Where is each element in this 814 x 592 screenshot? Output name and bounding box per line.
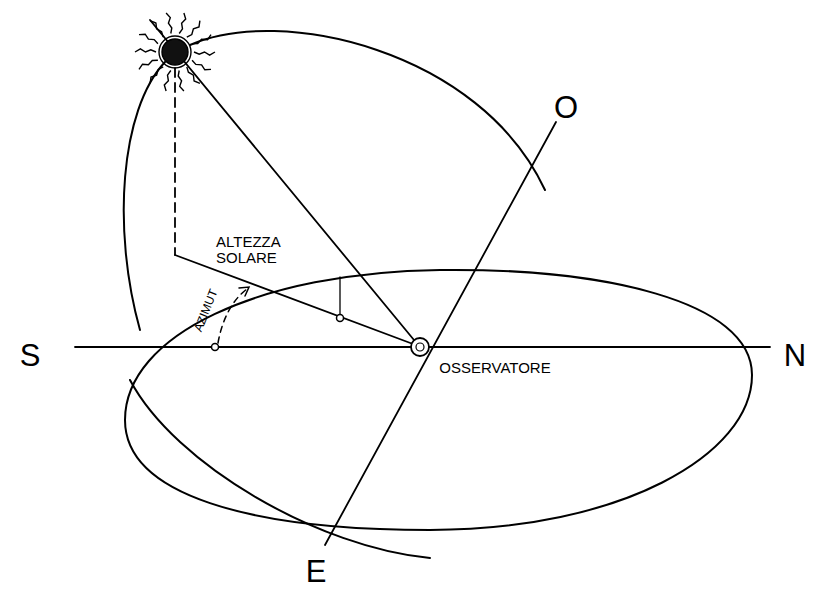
sun-ray-stroke — [179, 13, 186, 34]
altitude-marker — [337, 315, 344, 322]
observer-symbol — [416, 343, 424, 351]
sun-path — [190, 31, 545, 190]
sun-ray-stroke — [164, 71, 171, 92]
azimuth-arc — [218, 289, 247, 343]
diagram-label: S — [20, 339, 41, 373]
east-west-axis — [325, 122, 556, 545]
sun-path — [124, 62, 165, 330]
ground-projection — [175, 255, 413, 344]
diagram-label: N — [784, 339, 806, 373]
sun-projection — [174, 68, 176, 255]
diagram-label: O — [554, 91, 578, 125]
diagram-label: E — [306, 555, 327, 589]
sun-ray-stroke — [187, 21, 200, 37]
sun-ray-stroke — [139, 60, 158, 69]
sun-ray-stroke — [139, 34, 158, 44]
azimuth-arrowhead — [239, 287, 249, 296]
sun-ray — [150, 20, 414, 340]
sun-symbol — [135, 13, 215, 91]
sun-ray-stroke — [150, 67, 163, 83]
sun-ray-stroke — [192, 35, 211, 44]
sun-ray-stroke — [194, 52, 215, 55]
diagram-label: AZIMUT — [192, 288, 221, 334]
sun-path — [130, 380, 430, 558]
diagram-label: ALTEZZA SOLARE — [214, 234, 318, 267]
sun-ray-stroke — [192, 60, 211, 70]
azimuth-marker — [212, 344, 219, 351]
sun-ray-stroke — [178, 71, 184, 92]
altitude-leader — [339, 277, 340, 314]
sun-ray-stroke — [166, 13, 172, 34]
horizon-plane — [125, 270, 752, 530]
sun-ray-stroke — [135, 49, 156, 52]
diagram-label: OSSERVATORE — [437, 360, 552, 377]
observer-symbol — [411, 338, 429, 356]
sun-ray-stroke — [187, 67, 200, 83]
sun-ray-stroke — [150, 21, 163, 37]
